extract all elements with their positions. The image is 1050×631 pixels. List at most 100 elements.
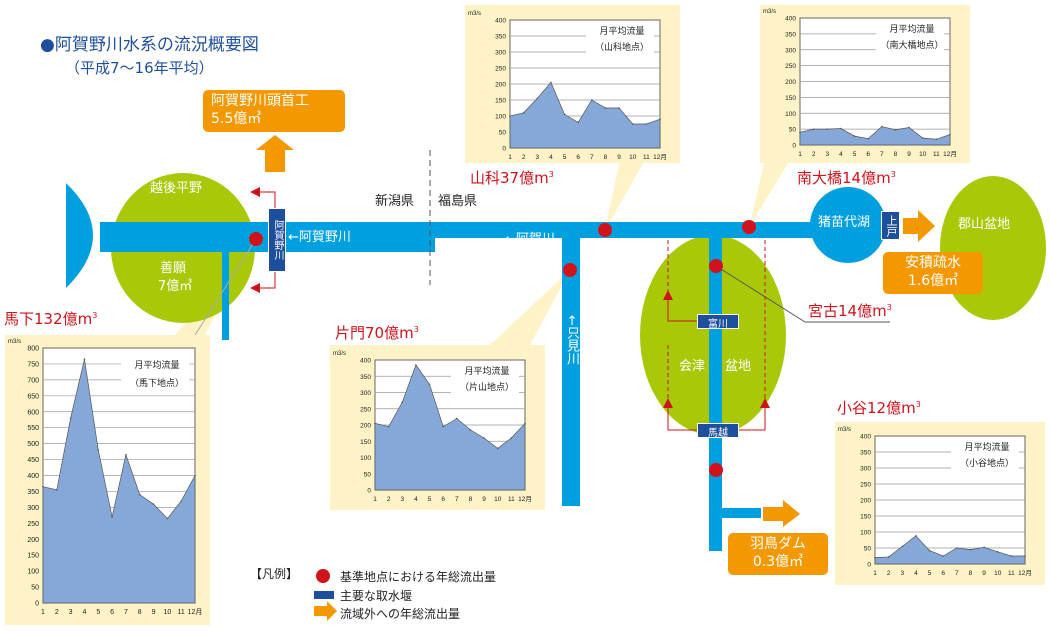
chart-subtitle: （南大橋地点） (880, 39, 943, 51)
point-minamiohashi[interactable] (742, 220, 756, 234)
y-tick-label: 500 (27, 441, 39, 448)
point-oya[interactable] (709, 463, 723, 477)
data-point (469, 429, 472, 431)
unit-text: m (399, 324, 414, 342)
legend-point-label: 基準地点における年総流出量 (340, 570, 497, 584)
y-tick-label: 250 (860, 482, 871, 489)
y-tick-label: 0 (367, 488, 371, 495)
chart-title-bg (121, 358, 189, 390)
volume-text: 小谷12億 (837, 399, 902, 417)
y-tick-label: 800 (27, 346, 39, 353)
data-point (901, 545, 904, 548)
fukushima-label: 福島県 (438, 194, 478, 209)
data-point (853, 135, 856, 137)
data-point (138, 493, 141, 496)
x-tick-label: 5 (928, 570, 932, 577)
data-point (928, 549, 931, 552)
point-yamashina[interactable] (598, 223, 612, 237)
agano-river (100, 222, 435, 252)
x-tick-label: 9 (982, 570, 986, 577)
tomikawa-weir[interactable]: 富川 (697, 314, 739, 330)
y-tick-label: 750 (27, 361, 39, 368)
magashita-volume: 馬下132億m3 (4, 310, 97, 328)
chart-subtitle: （片山地点） (460, 381, 514, 393)
tadami-river-label: ←只見川 (563, 315, 579, 365)
unit-text: m (534, 169, 549, 187)
y-tick-label: 600 (27, 409, 39, 416)
data-point (563, 113, 566, 116)
y-tick-label: 200 (785, 79, 796, 86)
data-point (840, 127, 842, 130)
arrowheads (250, 187, 770, 408)
x-tick-label: 11 (933, 151, 940, 158)
echigo-plain-label: 越後平野 (150, 181, 203, 196)
y-tick-label: 400 (27, 473, 39, 480)
callout-wedge-yamashina (605, 160, 645, 230)
data-point (550, 81, 552, 84)
data-point (69, 417, 72, 419)
x-tick-label: 8 (469, 496, 473, 503)
y-tick-label: 400 (785, 16, 796, 23)
data-point (524, 422, 526, 425)
yamashina-volume: 山科37億m3 (470, 169, 554, 187)
y-tick-label: 0 (35, 601, 39, 608)
x-tick-label: 10 (629, 154, 637, 161)
hatori-value: 0.3億㎥ (752, 553, 804, 570)
data-point (56, 489, 58, 491)
agano-weir[interactable]: 阿賀野川 (268, 208, 286, 272)
x-tick-label: 2 (812, 151, 816, 158)
y-tick-label: 550 (27, 425, 39, 432)
x-tick-label: 3 (400, 496, 404, 503)
y-tick-label: 150 (785, 95, 796, 102)
data-point (881, 125, 883, 128)
y-tick-label: 350 (360, 374, 371, 381)
y-tick-label: 300 (785, 47, 796, 54)
unit-sup: 3 (548, 170, 554, 179)
chart-title-bg (586, 24, 654, 54)
x-tick-label: 6 (576, 154, 580, 161)
y-tick-label: 100 (785, 111, 796, 118)
y-tick-label: 150 (495, 98, 506, 105)
asaka-outflow-box: 安積疏水 1.6億㎥ (883, 252, 983, 294)
chart-subtitle: （小谷地点） (960, 457, 1014, 469)
koriyama-basin (940, 176, 1046, 320)
jogo-weir[interactable]: 上戸 (881, 211, 900, 240)
chart-title-bg (876, 22, 944, 52)
x-tick-label: 7 (455, 496, 459, 503)
y-tick-label: 250 (360, 406, 371, 413)
chart-title-bg (451, 364, 519, 394)
callout-wedge-minamiohashi (749, 160, 790, 227)
data-point (522, 112, 525, 114)
y-tick-label: 700 (27, 377, 39, 384)
miyako-volume: 宮古14億m3 (808, 302, 892, 320)
x-tick-label: 1 (508, 154, 512, 161)
umakoshi-weir[interactable]: 馬越 (697, 423, 739, 439)
unit-sup: 3 (886, 303, 892, 312)
data-point (387, 425, 390, 428)
legend-outflow-icon (314, 601, 337, 621)
aga-river-label: ←阿賀川 (505, 232, 555, 247)
tosyuko-outflow-arrow (256, 135, 294, 172)
y-tick-label: 400 (495, 18, 506, 25)
inawashiro-lake (810, 187, 886, 263)
chart-title: 月平均流量 (134, 359, 179, 371)
x-tick-label: 4 (414, 496, 418, 503)
x-tick-label: 2 (887, 570, 891, 577)
oya-volume: 小谷12億m3 (837, 399, 921, 417)
x-tick-label: 12月 (943, 150, 957, 158)
point-miyako[interactable] (709, 259, 723, 273)
chart-magashita: 0501001502002503003504004505005506006507… (5, 335, 210, 625)
x-tick-label: 7 (590, 154, 594, 161)
x-tick-label: 3 (825, 151, 829, 158)
x-tick-label: 11 (643, 154, 650, 161)
zengan-label: 善願 (160, 261, 187, 276)
aizu-label-2: 盆地 (725, 359, 752, 374)
y-tick-label: 350 (860, 450, 871, 457)
y-tick-label: 150 (860, 514, 871, 521)
data-point (983, 546, 985, 549)
point-magashita[interactable] (249, 232, 263, 246)
y-tick-label: 50 (789, 127, 797, 134)
point-katakado[interactable] (563, 263, 577, 277)
